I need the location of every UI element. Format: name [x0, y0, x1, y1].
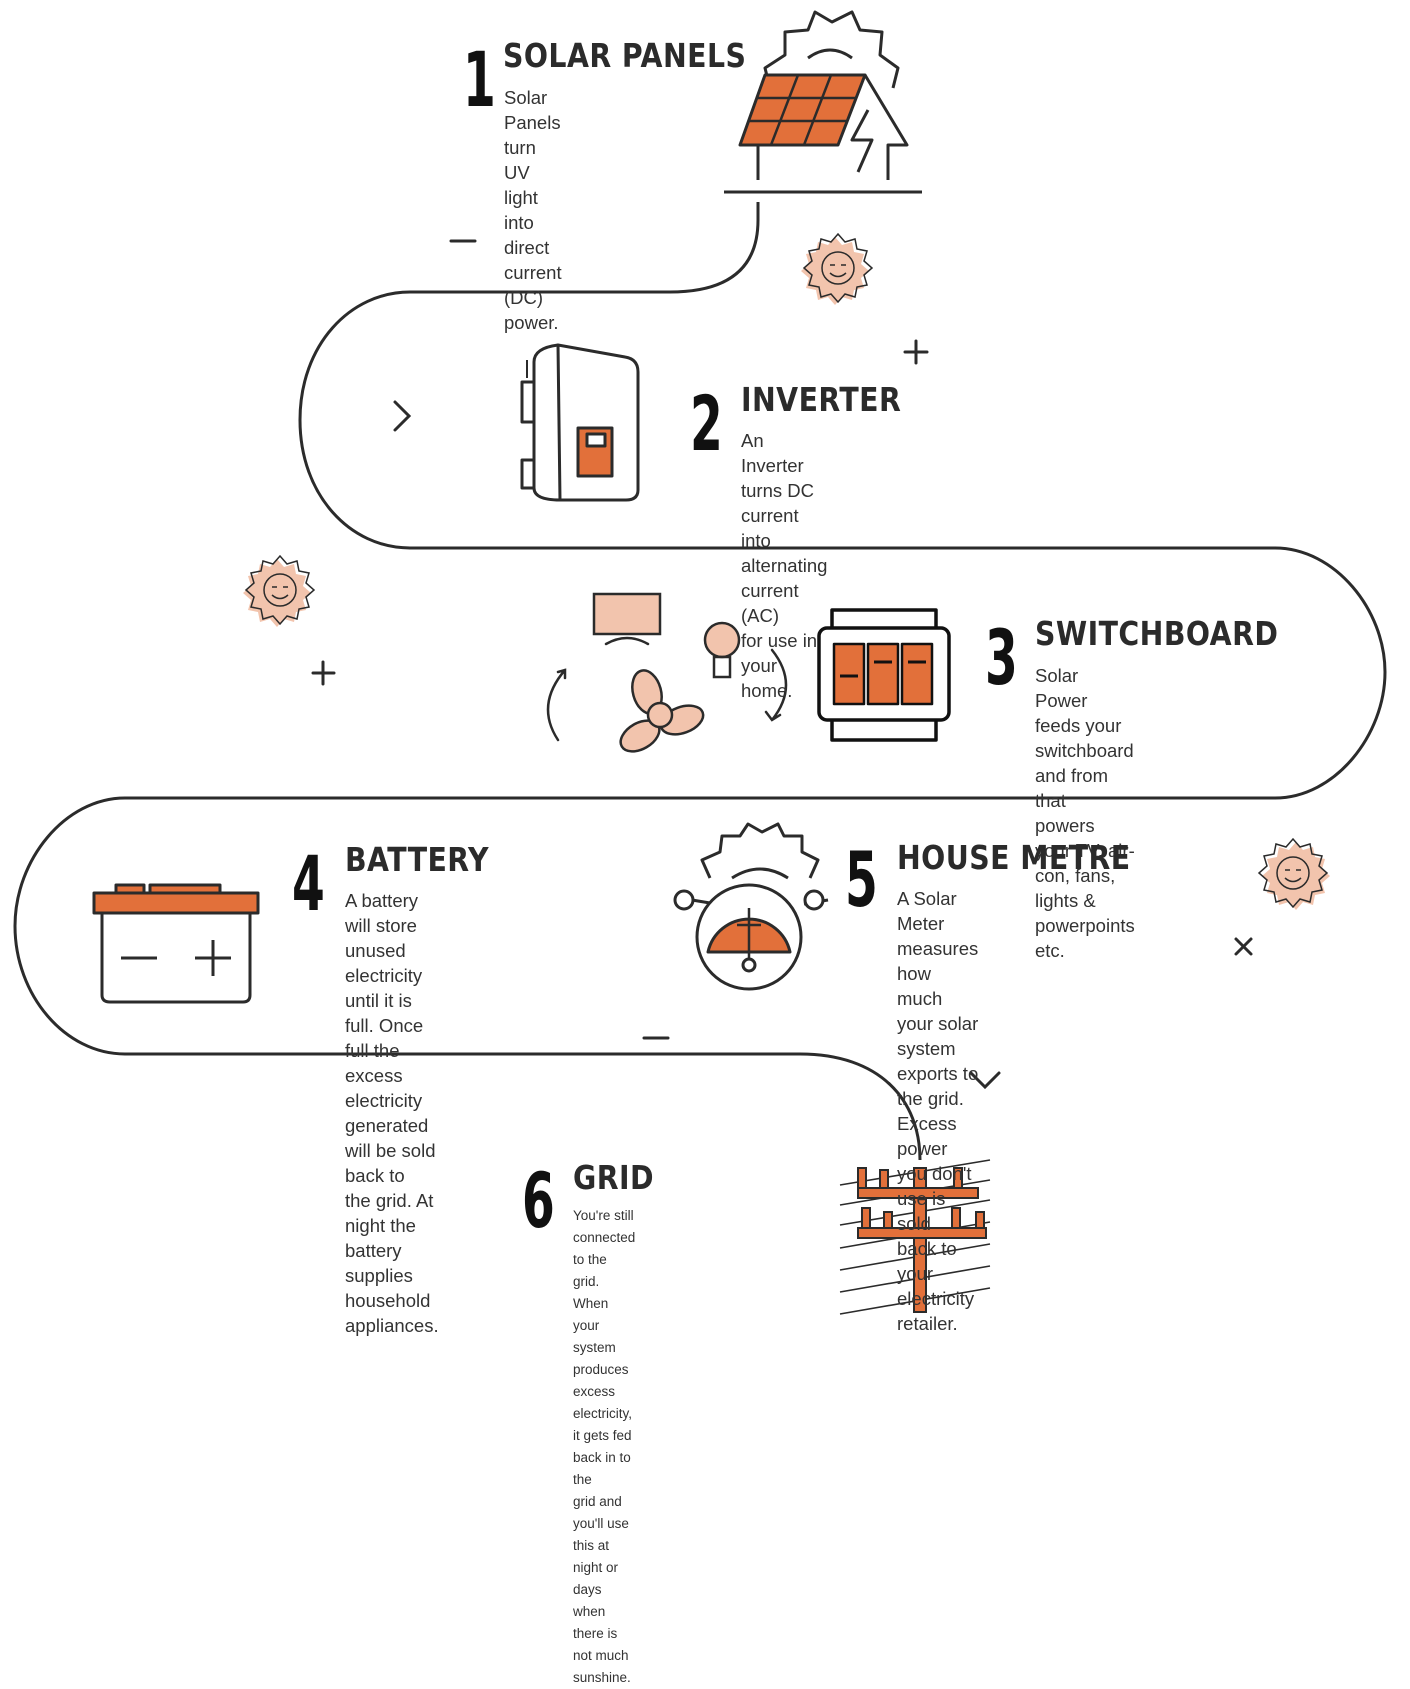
- solar-panel-house-icon: [724, 10, 922, 194]
- step-description: A Solar Meter measures how much your sol…: [897, 888, 979, 1334]
- switchboard-icon: [817, 608, 951, 742]
- step-description: Solar Panels turn UV light into direct c…: [504, 87, 562, 333]
- step-description: A battery will store unused electricity …: [345, 890, 439, 1336]
- step-number: 5: [845, 835, 878, 924]
- appliances-icon: [546, 592, 788, 753]
- power-pole-icon: [839, 1159, 991, 1315]
- sun-face-icon: [243, 554, 316, 627]
- step-number: 1: [463, 35, 496, 124]
- step-title: SWITCHBOARD: [1035, 614, 1279, 653]
- sun-face-icon: [1257, 837, 1330, 910]
- house-meter-icon: [673, 822, 829, 991]
- sun-face-icon: [801, 232, 874, 305]
- step-number: 4: [292, 839, 325, 928]
- step-title: GRID: [573, 1158, 654, 1197]
- step-description: An Inverter turns DC current into altern…: [741, 430, 828, 701]
- step-title: BATTERY: [345, 840, 490, 879]
- step-number: 2: [690, 379, 723, 468]
- step-description: Solar Power feeds your switchboard and f…: [1035, 665, 1135, 961]
- step-description: You're still connected to the grid. When…: [573, 1208, 636, 1685]
- battery-icon: [92, 883, 260, 1004]
- step-title: INVERTER: [741, 380, 902, 419]
- flow-path: [13, 202, 1387, 1161]
- step-title: SOLAR PANELS: [503, 36, 747, 75]
- decorative-signs: [311, 239, 1253, 1090]
- step-number: 6: [522, 1156, 555, 1245]
- inverter-icon: [520, 343, 640, 502]
- step-title: HOUSE METRE: [897, 838, 1131, 877]
- step-number: 3: [985, 613, 1018, 702]
- solar-flow-diagram: [13, 10, 1387, 1315]
